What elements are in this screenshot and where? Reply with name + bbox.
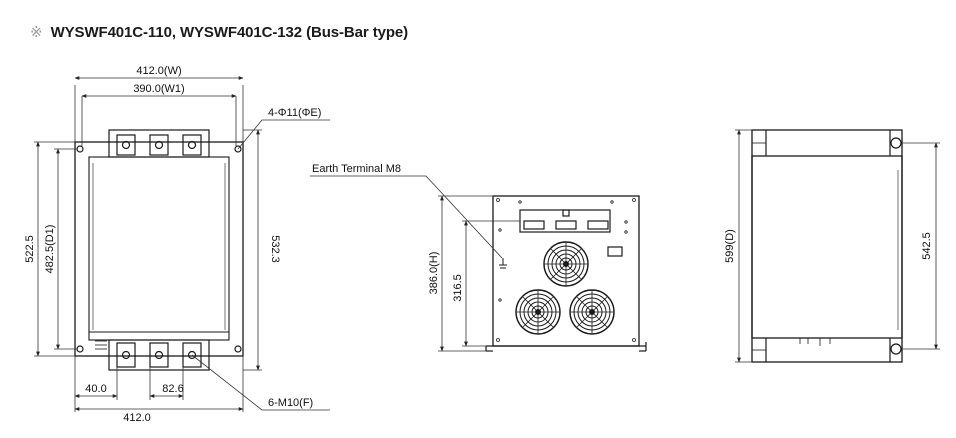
right-view	[751, 129, 903, 363]
side-view	[485, 195, 647, 352]
right-view-labels: 599(D) 542.5	[724, 229, 933, 263]
callout-terminals: 6-M10(F)	[268, 397, 313, 409]
top-busbar-terminals	[108, 129, 210, 158]
front-view-labels: 412.0(W) 390.0(W1) 4-Φ11(ΦE) 522.5 482.5…	[24, 65, 321, 424]
front-view-dimensions	[34, 76, 330, 412]
dim-overall-height: 522.5	[24, 235, 36, 263]
dim-terminal-pitch: 82.6	[162, 383, 183, 395]
earth-terminal-icon	[499, 258, 507, 269]
dim-body-height: 532.3	[269, 235, 281, 263]
page-heading: ※ WYSWF401C-110, WYSWF401C-132 (Bus-Bar …	[30, 20, 408, 44]
dim-inner-width: 390.0(W1)	[133, 83, 184, 95]
dim-hole-pitch-height: 482.5(D1)	[44, 225, 56, 274]
cooling-fan-icons	[515, 241, 615, 335]
dim-overall-width-bottom: 412.0	[123, 412, 151, 424]
dim-overall-width-top: 412.0(W)	[136, 65, 181, 77]
fan-icon	[543, 241, 589, 287]
dim-terminal-offset: 40.0	[85, 383, 106, 395]
right-view-dimensions	[735, 129, 940, 363]
front-view	[74, 129, 244, 371]
page-title: WYSWF401C-110, WYSWF401C-132 (Bus-Bar ty…	[50, 23, 409, 41]
side-view-labels: Earth Terminal M8 386.0(H) 316.5	[312, 163, 464, 302]
dim-right-body-depth: 542.5	[921, 232, 933, 260]
callout-mounting-holes: 4-Φ11(ΦE)	[268, 107, 321, 119]
reference-mark: ※	[30, 24, 43, 41]
fan-icon	[515, 289, 561, 335]
dim-side-inner-height: 316.5	[452, 274, 464, 302]
side-view-dimensions	[310, 175, 520, 352]
dim-right-depth: 599(D)	[724, 229, 736, 263]
callout-earth-terminal: Earth Terminal M8	[312, 163, 401, 175]
dim-side-height: 386.0(H)	[428, 252, 440, 295]
side-screw-holes	[496, 198, 636, 342]
right-view-ports	[799, 338, 831, 346]
bottom-busbar-terminals	[95, 339, 210, 371]
mounting-hole-icon	[890, 137, 902, 149]
mounting-hole-icon	[890, 343, 902, 355]
mounting-hole-icon	[76, 145, 242, 353]
fan-icon	[569, 289, 615, 335]
side-connectors	[519, 209, 623, 257]
